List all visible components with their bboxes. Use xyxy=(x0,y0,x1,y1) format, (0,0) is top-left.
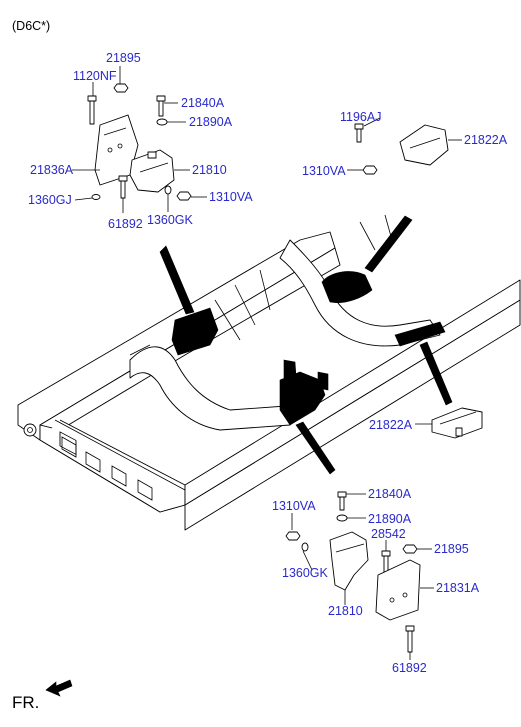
label-1310VA-bot: 1310VA xyxy=(272,499,316,513)
variant-header: (D6C*) xyxy=(12,19,50,33)
label-21822A-top: 21822A xyxy=(464,133,508,147)
fr-label: FR. xyxy=(12,693,39,712)
label-21890A-top: 21890A xyxy=(189,115,233,129)
label-21890A-bot: 21890A xyxy=(368,512,412,526)
nut-1310VA-right xyxy=(362,165,378,175)
label-21836A: 21836A xyxy=(30,163,74,177)
nut-1310VA-top xyxy=(176,191,192,201)
washer-1360GJ xyxy=(91,194,101,200)
washer-21890A-bot xyxy=(336,514,348,522)
leader-lines xyxy=(72,66,462,660)
label-21810-bot: 21810 xyxy=(328,604,363,618)
label-21840A-top: 21840A xyxy=(181,96,225,110)
nut-21895-top xyxy=(113,83,129,93)
bracket-21831A xyxy=(375,559,421,621)
label-61892-top: 61892 xyxy=(108,217,143,231)
label-21895-top: 21895 xyxy=(106,51,141,65)
nut-1310VA-bot xyxy=(285,531,301,541)
bolt-1120NF xyxy=(89,99,95,125)
bolt-61892-top xyxy=(120,179,126,199)
mid-right-mount xyxy=(431,407,483,439)
bolt-21840A-top xyxy=(158,99,164,117)
vehicle-frame xyxy=(17,214,521,531)
washer-1360GK-bot xyxy=(301,542,309,552)
part-labels: 21895 1120NF 21840A 21890A 21836A 21810 … xyxy=(28,51,508,675)
bottom-mount-assembly xyxy=(285,491,421,653)
top-left-mount-assembly xyxy=(87,83,192,201)
mount-21822A-mid xyxy=(431,407,483,439)
washer-21890A-top xyxy=(156,118,168,126)
label-1310VA-top: 1310VA xyxy=(209,190,253,204)
label-28542: 28542 xyxy=(371,527,406,541)
bolt-21840A-bot xyxy=(339,495,345,511)
label-1360GJ: 1360GJ xyxy=(28,193,72,207)
label-1310VA-right: 1310VA xyxy=(302,164,346,178)
bolt-1196AJ xyxy=(356,127,362,143)
label-21840A-bot: 21840A xyxy=(368,487,412,501)
label-21810-top: 21810 xyxy=(192,163,227,177)
label-21822A-mid: 21822A xyxy=(369,418,413,432)
direction-indicator: FR. xyxy=(12,679,73,712)
fr-arrow-icon xyxy=(45,679,73,697)
label-1360GK-top: 1360GK xyxy=(147,213,194,227)
top-right-mount-assembly xyxy=(354,123,449,175)
label-1360GK-bot: 1360GK xyxy=(282,566,329,580)
nut-21895-bot xyxy=(402,544,418,554)
mount-21822A-top xyxy=(399,124,449,166)
label-1120NF: 1120NF xyxy=(73,69,117,83)
label-21831A: 21831A xyxy=(436,581,480,595)
washer-1360GK-top xyxy=(164,185,172,195)
mount-21810-bot xyxy=(329,531,369,591)
mount-21810-top xyxy=(129,149,175,193)
bolt-61892-bot xyxy=(407,629,413,653)
label-61892-bot: 61892 xyxy=(392,661,427,675)
label-1196AJ: 1196AJ xyxy=(340,110,381,124)
label-21895-bot: 21895 xyxy=(434,542,469,556)
